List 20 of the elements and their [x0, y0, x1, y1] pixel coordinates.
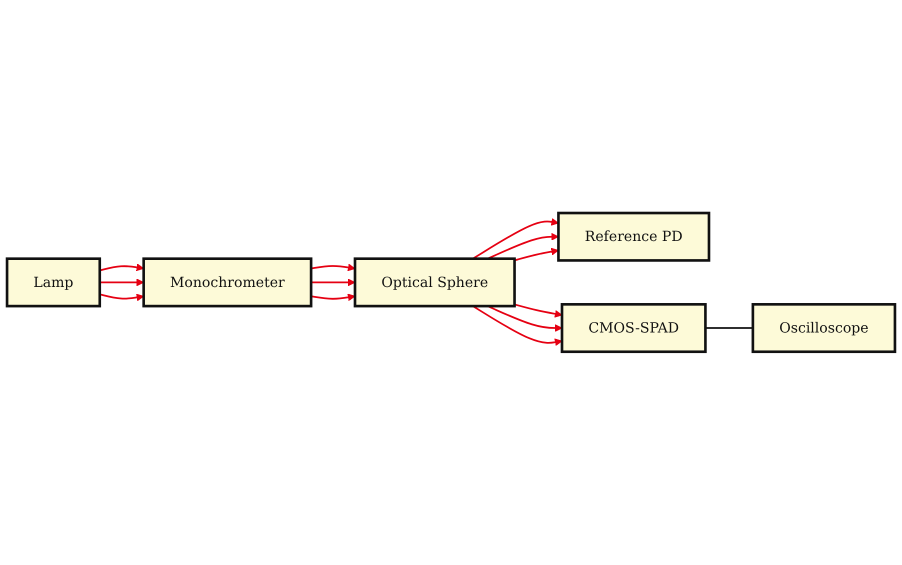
- arrow: [310, 264, 356, 272]
- arrow: [310, 294, 356, 302]
- arrow: [311, 278, 356, 286]
- node-box: [6, 257, 102, 308]
- arrow: [100, 294, 144, 302]
- arrow: [487, 232, 559, 260]
- arrow: [514, 248, 559, 262]
- arrow: [487, 305, 562, 332]
- connector: [705, 327, 753, 330]
- arrow: [472, 218, 559, 260]
- arrow: [472, 305, 562, 346]
- node-box: [557, 212, 710, 262]
- arrow: [514, 304, 562, 318]
- arrow: [100, 264, 144, 272]
- arrow: [100, 278, 144, 286]
- node-box: [752, 303, 896, 354]
- node-box: [560, 303, 707, 354]
- flowchart-drawing: Lamp Monochrometer Optical Sphere Reference PD CMOS-SPAD Oscilloscope: [0, 206, 902, 359]
- node-box: [142, 257, 312, 308]
- node-box: [354, 257, 516, 308]
